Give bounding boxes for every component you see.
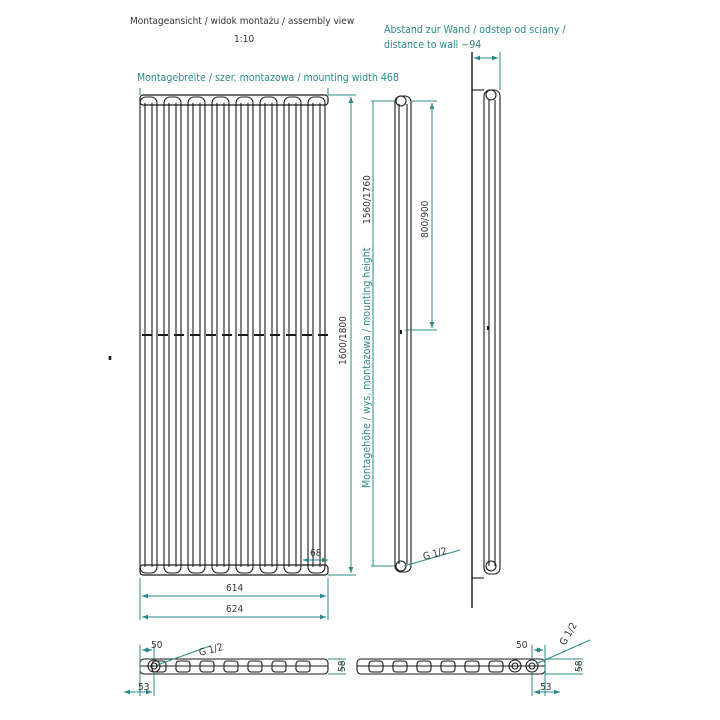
spacing-dim-800-900: 800/900 [420,200,431,238]
mounting-height-label: Montagehöhe / wys. montazowa / mounting … [361,247,373,488]
wall-profile-view [471,52,501,608]
mounting-width-label: Montagebreite / szer. montazowa / mounti… [137,72,399,84]
dim-58-left: 58 [337,660,348,672]
dim-50-left: 50 [151,640,163,651]
wall-distance-label-2: distance to wall ~94 [384,39,481,51]
dim-624: 624 [226,604,243,615]
dim-68: 68 [310,548,322,559]
thread-bottom-left: G 1/2 [198,642,224,659]
thread-side-label: G 1/2 [422,546,448,563]
dim-53-left: 53 [138,682,149,693]
wall-distance-label-1: Abstand zur Wand / odstep od sciany / [384,24,566,36]
dim-58-right: 58 [574,660,585,672]
drawing-title: Montageansicht / widok montażu / assembl… [130,16,354,27]
dim-50-right: 50 [516,640,528,651]
height-dim-1560-1760: 1560/1760 [362,175,373,224]
height-dim-1600-1800: 1600/1800 [338,316,349,365]
drawing-scale: 1:10 [234,34,254,45]
bottom-view-right [356,658,546,675]
dim-53-right: 53 [540,682,551,693]
thread-bottom-right: G 1/2 [558,621,580,648]
dim-614: 614 [226,583,243,594]
side-view [394,95,412,573]
front-view [108,94,329,576]
